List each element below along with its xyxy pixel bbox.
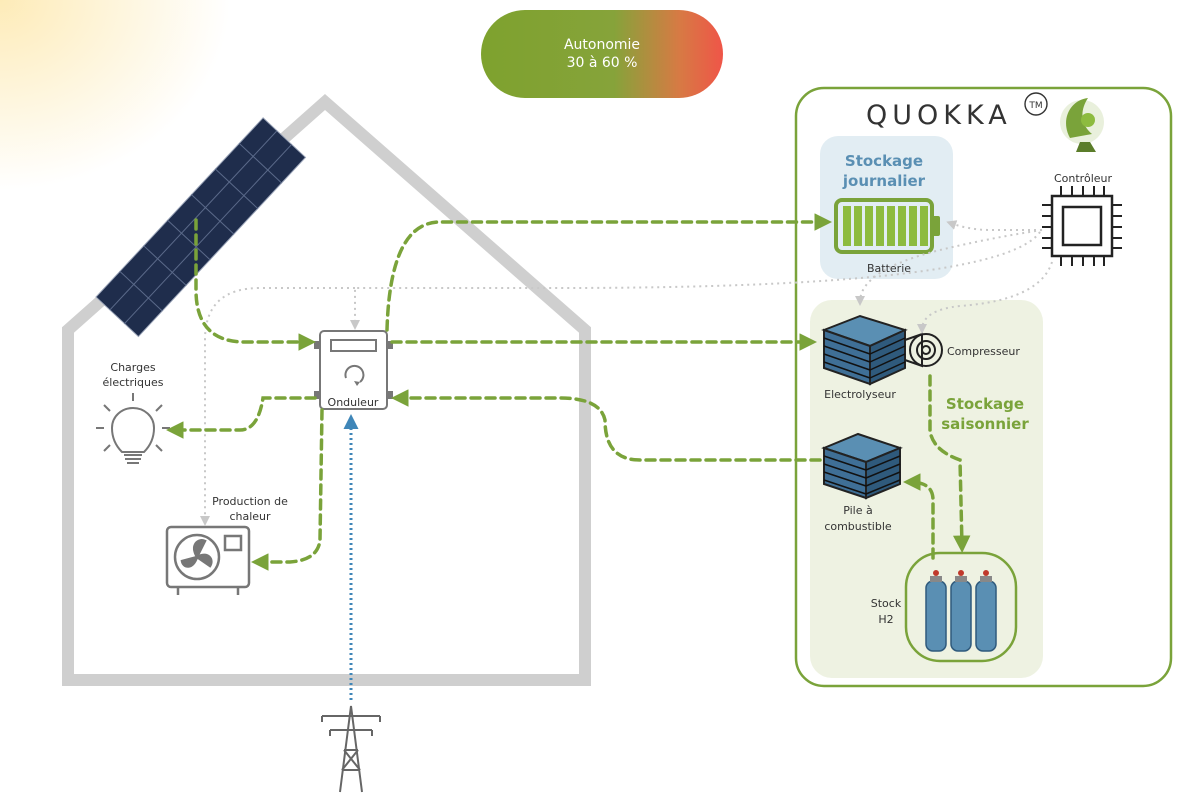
tm-mark: TM <box>1024 92 1048 116</box>
heat-label-1: Production de <box>212 495 288 508</box>
sun-glow <box>0 0 230 190</box>
autonomy-badge: Autonomie 30 à 60 % <box>481 10 723 98</box>
heat-label-2: chaleur <box>229 510 271 523</box>
light-bulb-icon <box>96 393 170 464</box>
quokka-logo-icon <box>1060 98 1104 152</box>
inverter-icon <box>314 330 393 410</box>
brand-name: QUOKKA <box>866 100 1012 131</box>
control-flows <box>200 220 1053 526</box>
fuelcell-label-1: Pile à <box>843 504 873 517</box>
svg-text:TM: TM <box>1028 101 1042 111</box>
cpu-chip-icon <box>1042 186 1122 266</box>
house-outline <box>62 93 591 686</box>
inverter-label: Onduleur <box>328 396 379 409</box>
stock-label-1: Stock <box>871 597 902 610</box>
seasonal-storage-title: Stockage <box>946 395 1024 413</box>
battery-icon <box>834 198 940 254</box>
daily-storage-box <box>820 136 953 279</box>
daily-storage-subtitle: journalier <box>842 172 926 190</box>
power-pylon-icon <box>321 705 381 793</box>
compressor-label: Compresseur <box>947 345 1020 358</box>
fuelcell-label-2: combustible <box>824 520 892 533</box>
stock-label-2: H2 <box>878 613 893 626</box>
controller-label: Contrôleur <box>1054 172 1113 185</box>
daily-storage-title: Stockage <box>845 152 923 170</box>
hydrogen-tank-icon <box>925 570 997 652</box>
heat-pump-icon <box>165 525 251 595</box>
electrolyser-icon <box>821 314 908 386</box>
fuel-cell-icon <box>821 432 903 500</box>
energy-flows <box>166 213 971 571</box>
charges-label-1: Charges <box>110 361 155 374</box>
quokka-system-border <box>794 86 1173 688</box>
h2-stock-enclosure <box>904 551 1018 663</box>
seasonal-storage-subtitle: saisonnier <box>941 415 1029 433</box>
compressor-icon <box>904 332 943 368</box>
charges-label-2: électriques <box>103 376 164 389</box>
autonomy-title: Autonomie <box>563 37 641 53</box>
solar-panel-icon <box>95 117 307 338</box>
autonomy-value: 30 à 60 % <box>566 55 638 71</box>
electrolyser-label: Electrolyseur <box>824 388 896 401</box>
battery-label: Batterie <box>867 262 911 275</box>
